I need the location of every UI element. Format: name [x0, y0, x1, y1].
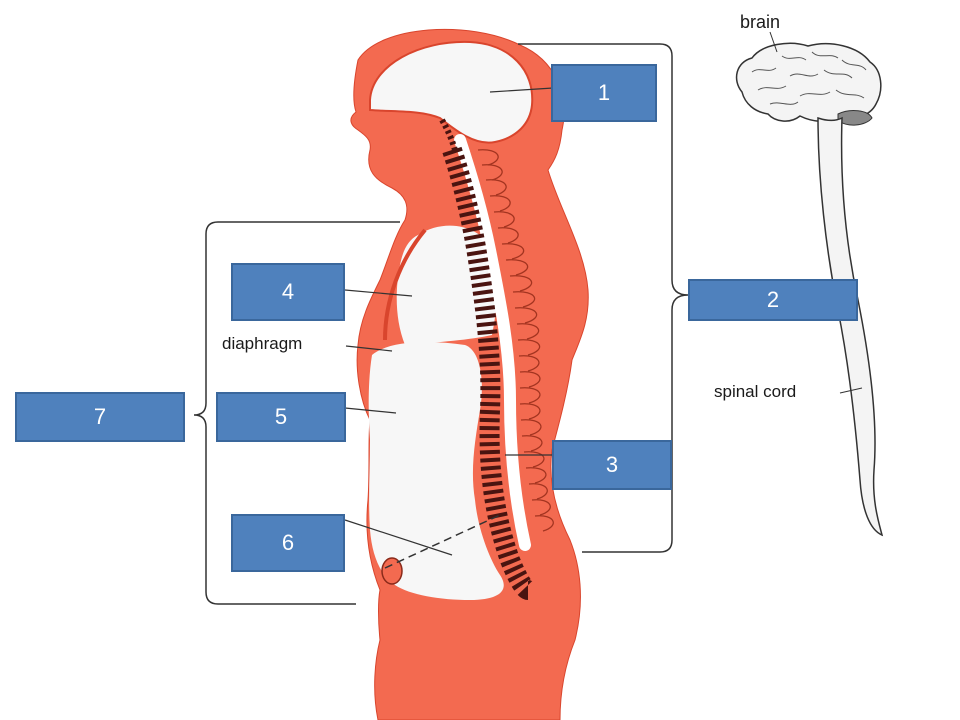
- leader-1: [489, 87, 554, 93]
- isolated-brain: [735, 42, 882, 126]
- brain-caption: brain: [740, 12, 781, 32]
- cerebellum: [837, 110, 873, 126]
- label-box-1[interactable]: 1: [551, 64, 657, 122]
- sternum: [383, 228, 427, 341]
- label-box-6[interactable]: 6: [231, 514, 345, 572]
- brain-shape: [735, 42, 882, 123]
- leader-5: [344, 407, 397, 414]
- spinal-cord-caption: spinal cord: [714, 382, 797, 401]
- leader-lines: [344, 87, 554, 556]
- pelvic-organ: [381, 557, 403, 585]
- vertebral-column: [442, 146, 534, 600]
- spinous-processes: [477, 149, 554, 532]
- brain-caption-leader: [769, 31, 778, 53]
- brain-cavity: [369, 40, 534, 144]
- leader-diaphragm: [345, 345, 393, 352]
- cervical-spine: [439, 118, 458, 151]
- leader-4: [344, 289, 413, 297]
- pelvic-dashed-line: [384, 514, 501, 569]
- label-box-7[interactable]: 7: [15, 392, 185, 442]
- bracket-left: [193, 221, 400, 605]
- leader-6: [344, 519, 453, 556]
- label-box-2[interactable]: 2: [688, 279, 858, 321]
- label-box-3[interactable]: 3: [552, 440, 672, 490]
- spinal-cord-caption-leader: [839, 387, 863, 394]
- isolated-spinal-cord: [817, 116, 884, 537]
- spinal-canal: [454, 134, 531, 551]
- brain-folds: [751, 51, 867, 105]
- abdominal-cavity: [368, 342, 504, 600]
- diaphragm-caption: diaphragm: [222, 334, 303, 353]
- label-box-5[interactable]: 5: [216, 392, 346, 442]
- label-box-4[interactable]: 4: [231, 263, 345, 321]
